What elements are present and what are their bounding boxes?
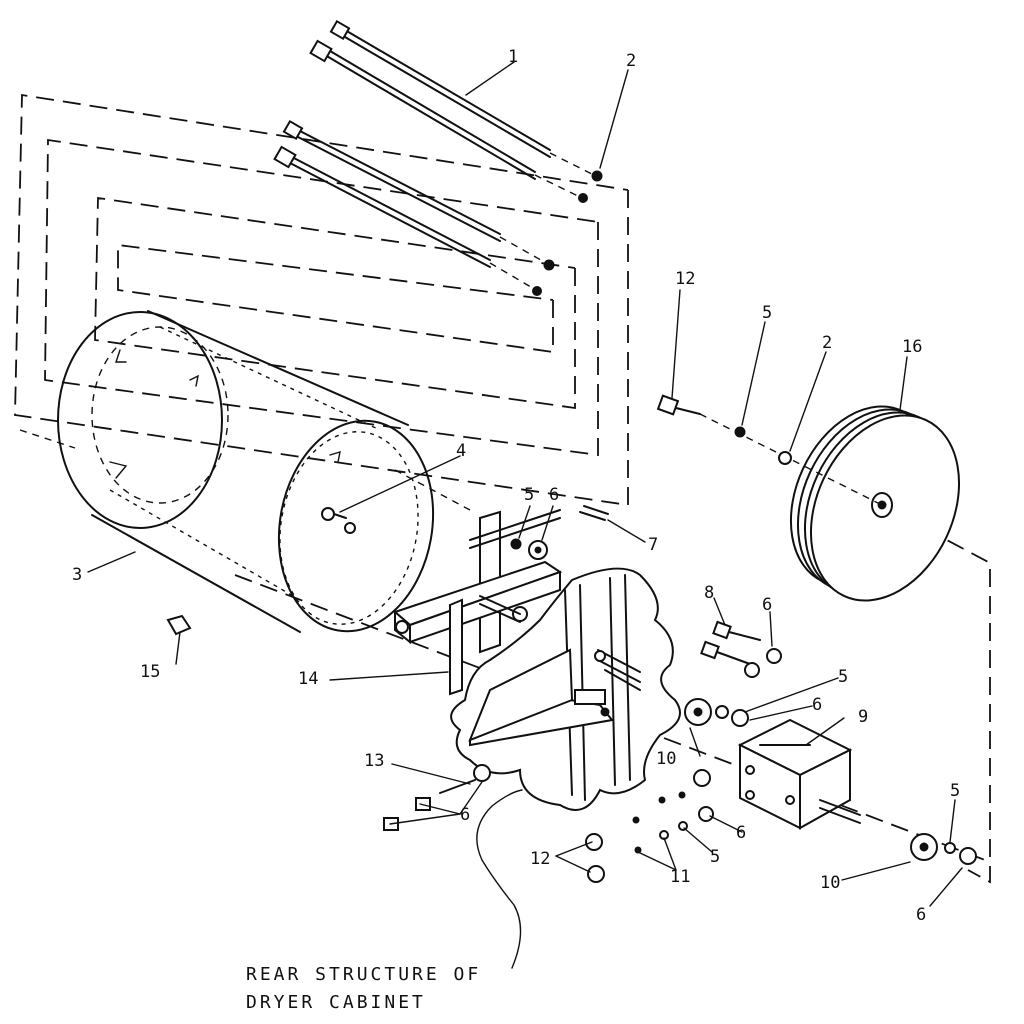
callout-7: 7 — [648, 535, 658, 555]
callout-11: 11 — [670, 867, 690, 887]
callout-5-idler: 5 — [524, 485, 534, 505]
callout-6-bearing: 6 — [812, 695, 822, 715]
bolts-and-nuts — [166, 614, 782, 883]
pulley-hardware — [656, 394, 881, 505]
callout-6-lower-mid: 6 — [736, 823, 746, 843]
motor-mount — [737, 718, 861, 830]
dryer-drum — [19, 310, 471, 633]
caption: REAR STRUCTURE OF DRYER CABINET — [246, 964, 481, 1013]
callout-labels: 1 2 12 5 2 16 4 5 6 7 3 15 14 8 6 5 6 9 … — [72, 47, 960, 925]
callout-3: 3 — [72, 565, 82, 585]
idler-bracket — [393, 509, 563, 696]
caption-pointer — [476, 789, 523, 969]
callout-15: 15 — [140, 662, 160, 682]
rear-structure — [450, 567, 681, 811]
rod-nuts — [532, 170, 603, 296]
callout-10-right: 10 — [820, 873, 840, 893]
callout-8: 8 — [704, 583, 714, 603]
bulkhead-outlines — [14, 93, 629, 507]
bearing-assemblies — [684, 698, 977, 865]
caption-line-2: DRYER CABINET — [246, 992, 426, 1013]
callout-5-lower-mid: 5 — [710, 847, 720, 867]
tie-rods — [273, 19, 597, 291]
callout-2-rods: 2 — [626, 51, 636, 71]
callout-9: 9 — [858, 707, 868, 727]
callout-6-bolts: 6 — [762, 595, 772, 615]
callout-10-left: 10 — [656, 749, 676, 769]
callout-16: 16 — [902, 337, 922, 357]
callout-6-right: 6 — [916, 905, 926, 925]
callout-6-idler: 6 — [549, 485, 559, 505]
drive-pulley — [789, 405, 961, 602]
callout-6-lower-left: 6 — [460, 805, 470, 825]
callout-5-pulley: 5 — [762, 303, 772, 323]
caption-line-1: REAR STRUCTURE OF — [246, 964, 481, 985]
callout-5-bearing: 5 — [838, 667, 848, 687]
leader-lines — [87, 61, 963, 907]
callout-2-pulley: 2 — [822, 333, 832, 353]
callout-13: 13 — [364, 751, 384, 771]
callout-1: 1 — [508, 47, 518, 67]
shaft-axis — [234, 514, 991, 884]
callout-14: 14 — [298, 669, 318, 689]
callout-12-lower: 12 — [530, 849, 550, 869]
idler-hardware — [321, 505, 609, 560]
callout-4: 4 — [456, 441, 466, 461]
callout-12-pulley: 12 — [675, 269, 695, 289]
callout-5-right: 5 — [950, 781, 960, 801]
